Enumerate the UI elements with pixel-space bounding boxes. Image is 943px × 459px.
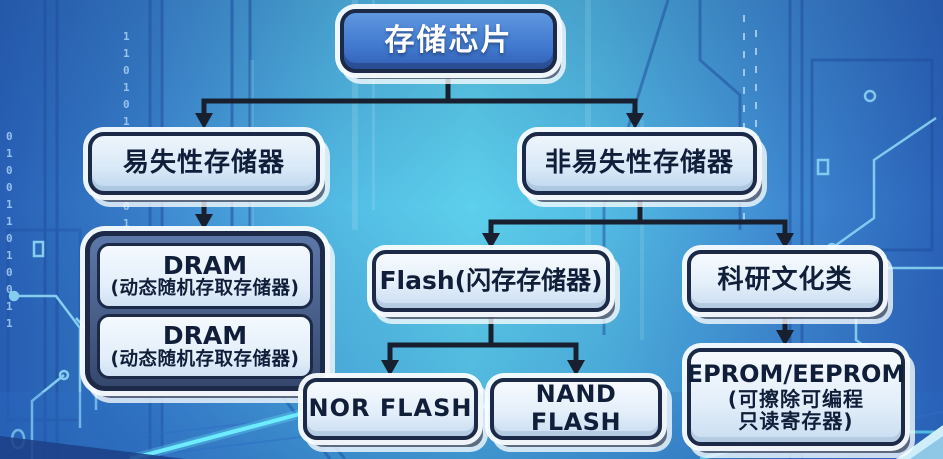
node-storage-chip-label: 存储芯片 bbox=[384, 22, 513, 58]
node-nor-flash-label: NOR FLASH bbox=[308, 394, 473, 423]
node-nonvolatile-memory-label: 非易失性存储器 bbox=[544, 147, 734, 178]
arrowheads bbox=[195, 113, 794, 376]
node-flash: Flash(闪存存储器) bbox=[372, 250, 610, 312]
node-nand-flash: NAND FLASH bbox=[490, 378, 662, 440]
node-eprom-line3: 只读寄存器) bbox=[738, 409, 854, 434]
node-dram-2-subtitle: (动态随机存取存储器) bbox=[110, 348, 300, 370]
node-research-culture-label: 科研文化类 bbox=[717, 265, 853, 296]
node-volatile-memory-label: 易失性存储器 bbox=[122, 147, 285, 178]
node-dram-1: DRAM (动态随机存取存储器) bbox=[97, 243, 313, 309]
node-nand-flash-label: NAND FLASH bbox=[530, 380, 622, 436]
node-dram-2: DRAM (动态随机存取存储器) bbox=[97, 313, 313, 379]
node-dram-group: DRAM (动态随机存取存储器) DRAM (动态随机存取存储器) bbox=[85, 231, 325, 391]
node-eprom-title: EPROM/EEPROM bbox=[686, 360, 906, 389]
page-curl bbox=[896, 425, 943, 459]
node-eprom-eeprom: EPROM/EEPROM (可擦除可编程 只读寄存器) bbox=[687, 348, 905, 446]
binary-code-column: 010011010011 bbox=[6, 130, 13, 330]
node-dram-1-subtitle: (动态随机存取存储器) bbox=[110, 278, 300, 300]
node-eprom-line2: (可擦除可编程 bbox=[727, 387, 865, 412]
connector-root-split bbox=[201, 69, 638, 116]
node-flash-label: Flash(闪存存储器) bbox=[379, 265, 603, 295]
left-wall-panels bbox=[0, 0, 347, 459]
connector-flash-split bbox=[387, 311, 579, 364]
connector-nonvolatile-split bbox=[488, 194, 788, 237]
node-nonvolatile-memory: 非易失性存储器 bbox=[522, 132, 757, 195]
node-dram-1-title: DRAM bbox=[162, 250, 248, 280]
node-storage-chip: 存储芯片 bbox=[340, 9, 557, 73]
node-volatile-memory: 易失性存储器 bbox=[88, 132, 320, 195]
node-research-culture: 科研文化类 bbox=[687, 250, 883, 312]
node-dram-2-title: DRAM bbox=[162, 321, 248, 351]
node-nor-flash: NOR FLASH bbox=[303, 378, 478, 440]
